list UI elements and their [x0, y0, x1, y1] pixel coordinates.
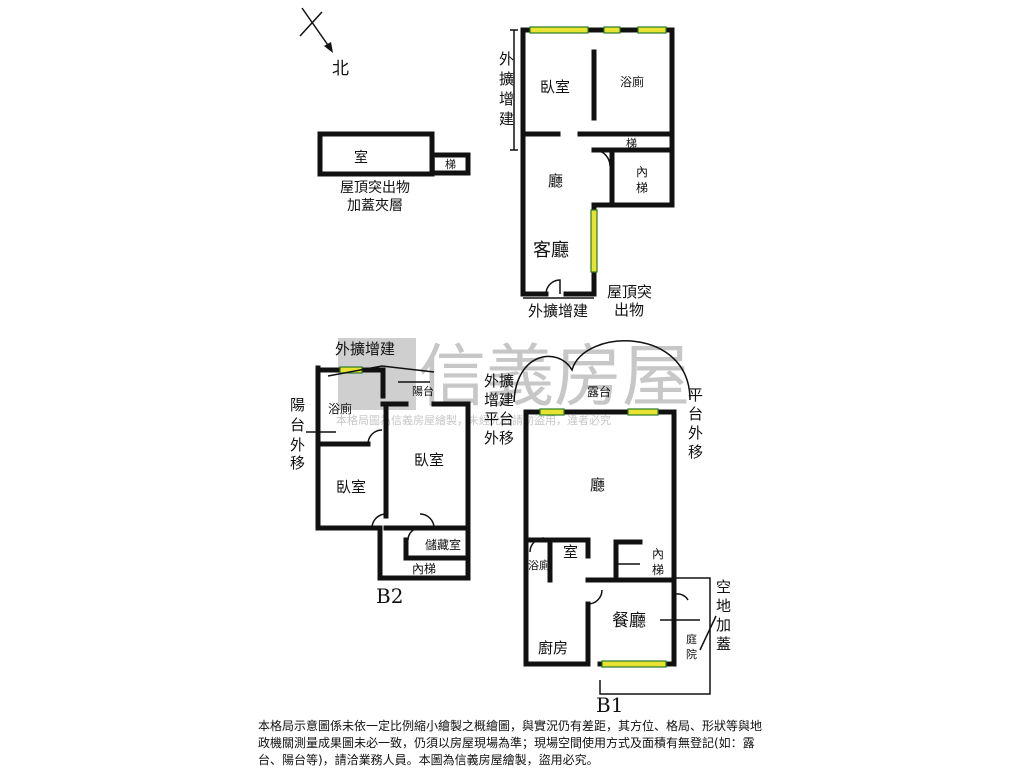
b1-vacant-label-4: 蓋	[716, 635, 731, 653]
b1-kitchen-label: 廚房	[538, 639, 568, 657]
b2-storage-label: 儲藏室	[425, 537, 461, 552]
top-stair-label: 梯	[626, 137, 637, 150]
b1-ext-label-2: 增建	[484, 391, 514, 409]
b1-garden-label-1: 庭	[686, 632, 697, 646]
disclaimer-text: 本格局示意圖係未依一定比例縮小繪製之概繪圖，與實況仍有差距，其方位、格局、形狀等…	[258, 719, 763, 767]
roof-caption-2: 加蓋夾層	[347, 198, 403, 214]
b1-ext-label-4: 外移	[484, 429, 514, 447]
b2-top-label: 外擴增建	[335, 340, 395, 358]
b1-dining-label: 餐廳	[612, 611, 646, 631]
north-label: 北	[332, 59, 349, 79]
top-hall-label: 廳	[548, 172, 563, 190]
b1-inner-stair-2: 梯	[652, 563, 664, 577]
b2-bedroom-right-label: 臥室	[414, 451, 444, 469]
top-side-label-1: 外	[499, 50, 514, 68]
top-bathroom-label: 浴廁	[620, 74, 644, 89]
b2-bathroom-label: 浴廁	[328, 401, 352, 416]
top-side-label-3: 增	[499, 90, 514, 108]
b1-floor-plan: 外擴 增建 平台 外移 露台 平 台 外 移 廳 浴廁 室 內 梯 餐廳 廚房 …	[484, 340, 731, 717]
b2-balcony-room-label: 陽台	[412, 384, 434, 398]
north-arrow: 北	[299, 7, 349, 79]
b1-vacant-label-3: 加	[716, 616, 731, 634]
b2-balcony-label-1: 陽	[290, 396, 305, 414]
b2-floor-plan: 外擴增建 陽 台 外 移 浴廁 陽台 臥室 臥室 儲藏室 內梯 B2	[290, 340, 471, 608]
top-bottom-label: 外擴增建	[528, 302, 588, 320]
b1-terrace-label: 露台	[587, 384, 611, 399]
b1-floor-label: B1	[596, 693, 623, 717]
top-floor-plan: 外 擴 增 建 臥室 浴廁 梯 廳 內 梯 客廳 外擴增建 屋頂突 出物	[499, 26, 675, 320]
top-side-label-2: 擴	[499, 70, 514, 88]
top-living-room-label: 客廳	[533, 240, 569, 261]
b1-hall-label: 廳	[590, 476, 605, 494]
top-inner-stair-1: 內	[636, 165, 648, 179]
roof-section: 室 梯 屋頂突出物 加蓋夾層	[317, 131, 471, 214]
b1-bathroom-label: 浴廁	[528, 558, 550, 572]
top-roof-label-2: 出物	[614, 301, 644, 319]
b2-balcony-label-4: 移	[290, 454, 305, 472]
roof-stair-label: 梯	[445, 158, 456, 171]
watermark-notice: 本格局圖為信義房屋繪製，未經允許請勿盜用，違者必究	[336, 413, 611, 427]
b2-balcony-label-2: 台	[290, 416, 305, 434]
top-side-label-4: 建	[499, 110, 514, 128]
roof-caption-1: 屋頂突出物	[340, 180, 410, 196]
b1-inner-stair-1: 內	[652, 547, 664, 561]
b2-balcony-label-3: 外	[290, 436, 305, 454]
b2-inner-stair-label: 內梯	[412, 562, 436, 576]
roof-room-label: 室	[354, 149, 368, 166]
top-inner-stair-2: 梯	[636, 181, 648, 195]
b1-room-label: 室	[563, 543, 578, 561]
b1-right-label-3: 外	[688, 424, 703, 442]
b2-floor-label: B2	[376, 584, 403, 608]
b1-vacant-label-2: 地	[716, 597, 731, 615]
b1-ext-label-3: 平台	[484, 410, 514, 428]
top-roof-label-1: 屋頂突	[607, 283, 652, 301]
watermark-logo	[338, 338, 416, 410]
top-bedroom-label: 臥室	[540, 78, 570, 96]
b1-vacant-label-1: 空	[716, 578, 731, 596]
b1-right-label-1: 平	[688, 386, 703, 404]
b1-right-label-4: 移	[688, 443, 703, 461]
b1-right-label-2: 台	[688, 405, 703, 423]
b1-ext-label-1: 外擴	[484, 372, 514, 390]
b1-garden-label-2: 院	[686, 647, 697, 661]
b2-bedroom-left-label: 臥室	[336, 478, 366, 496]
